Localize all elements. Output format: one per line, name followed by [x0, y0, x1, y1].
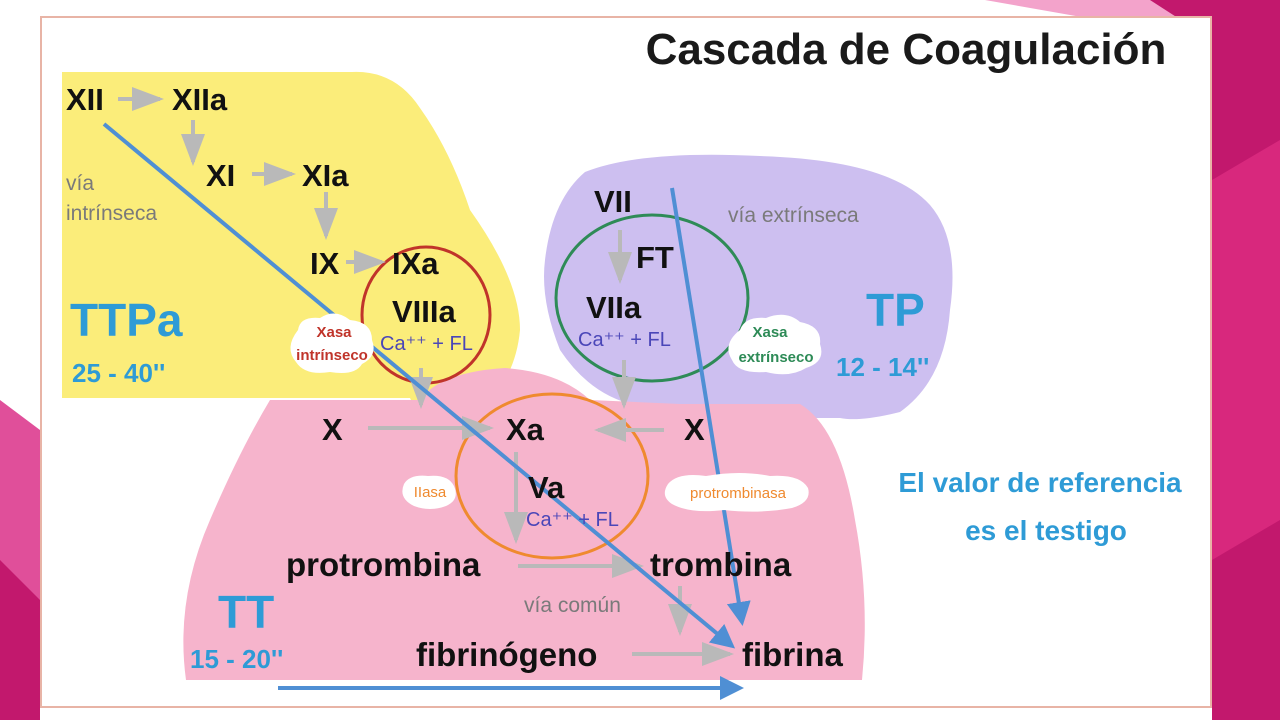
reference-note-line-1: El valor de referencia	[898, 467, 1182, 498]
factor-xi: XI	[206, 158, 235, 193]
xasa-extrinsic-label: Xasa	[752, 324, 788, 341]
protrombina: protrombina	[286, 546, 481, 583]
protrombinasa-label: protrombinasa	[690, 485, 787, 502]
xasa-intrinsic-sublabel: intrínseco	[296, 347, 368, 364]
reference-note-line-2: es el testigo	[965, 515, 1127, 546]
xasa-extrinsic-sublabel: extrínseco	[738, 349, 813, 366]
left-decor-shape-dark	[0, 560, 40, 720]
tt-test-name: TT	[218, 586, 274, 638]
intrinsic-pathway-label-1: vía	[66, 172, 94, 195]
tt-test-range: 15 - 20''	[190, 644, 283, 674]
tp-arrow-icon	[670, 187, 751, 626]
factor-xii: XII	[66, 82, 104, 117]
intrinsic-pathway-region	[62, 71, 520, 421]
xasa-intrinsic-label: Xasa	[316, 324, 352, 341]
extrinsic-pathway-label: vía extrínseca	[728, 204, 859, 227]
trombina: trombina	[650, 546, 792, 583]
ttpa-test-range: 25 - 40''	[72, 358, 165, 388]
xasa-extrinsic-cloud	[728, 314, 822, 375]
intrinsic-pathway-label-2: intrínseca	[66, 202, 157, 225]
factor-xia: XIa	[302, 158, 349, 193]
cascade-arrows	[118, 87, 734, 666]
ttpa-test-name: TTPa	[70, 294, 183, 346]
tp-test-name: TP	[866, 284, 925, 336]
common-pathway-label: vía común	[524, 594, 621, 617]
iiasa-cloud	[402, 475, 456, 509]
fibrinogeno: fibrinógeno	[416, 636, 597, 673]
factor-xiia: XIIa	[172, 82, 228, 117]
factor-vii: VII	[594, 184, 632, 219]
prothrombinase-circle	[454, 392, 650, 560]
factor-va: Va	[528, 470, 565, 505]
factor-ft: FT	[636, 240, 674, 275]
factor-ix: IX	[310, 246, 340, 281]
protrombinasa-cloud	[664, 473, 809, 512]
xasa-intrinsic-cloud	[290, 313, 374, 373]
factor-x-right: X	[684, 412, 705, 447]
extrinsic-cofactors: Ca⁺⁺ + FL	[578, 329, 671, 351]
factor-x-left: X	[322, 412, 343, 447]
common-cofactors: Ca⁺⁺ + FL	[526, 509, 619, 531]
factor-xa: Xa	[506, 412, 545, 447]
fibrina: fibrina	[742, 636, 843, 673]
factor-viiia: VIIIa	[392, 294, 457, 329]
intrinsic-cofactors: Ca⁺⁺ + FL	[380, 333, 473, 355]
page-title: Cascada de Coagulación	[646, 25, 1167, 74]
factor-ixa: IXa	[392, 246, 439, 281]
factor-viia: VIIa	[586, 290, 642, 325]
test-pathway-arrows	[102, 122, 751, 700]
tp-test-range: 12 - 14''	[836, 352, 929, 382]
right-decor-shape-mid	[1212, 140, 1280, 560]
ttpa-arrow-icon	[102, 122, 736, 649]
iiasa-label: IIasa	[414, 484, 447, 501]
xasa-extrinsic-circle	[554, 213, 750, 383]
